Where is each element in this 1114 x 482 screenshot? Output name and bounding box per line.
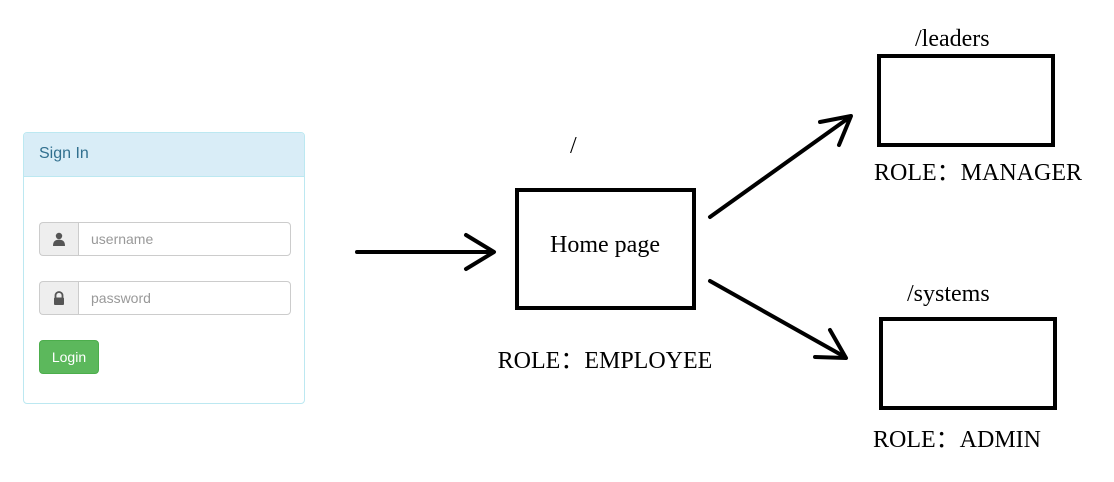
leaders-role-label: ROLE：MANAGER: [874, 160, 1082, 186]
signin-panel: Sign In Login: [23, 132, 305, 404]
arrow-login-to-home: [355, 233, 496, 271]
login-button[interactable]: Login: [39, 340, 99, 374]
leaders-box: [877, 54, 1055, 147]
home-path-label: /: [570, 133, 577, 159]
username-input[interactable]: [78, 222, 291, 256]
panel-title: Sign In: [24, 133, 304, 177]
lock-icon: [39, 281, 78, 315]
password-input[interactable]: [78, 281, 291, 315]
home-role-label: ROLE：EMPLOYEE: [498, 348, 713, 374]
systems-path-label: /systems: [907, 281, 990, 307]
arrow-home-to-systems: [708, 279, 848, 360]
systems-role-label: ROLE：ADMIN: [873, 427, 1041, 453]
user-icon: [39, 222, 78, 256]
password-group: [39, 281, 291, 315]
username-group: [39, 222, 291, 256]
systems-box: [879, 317, 1057, 410]
home-page-label: Home page: [550, 232, 660, 258]
leaders-path-label: /leaders: [915, 26, 990, 52]
arrow-home-to-leaders: [708, 114, 853, 219]
home-page-box: [515, 188, 696, 310]
